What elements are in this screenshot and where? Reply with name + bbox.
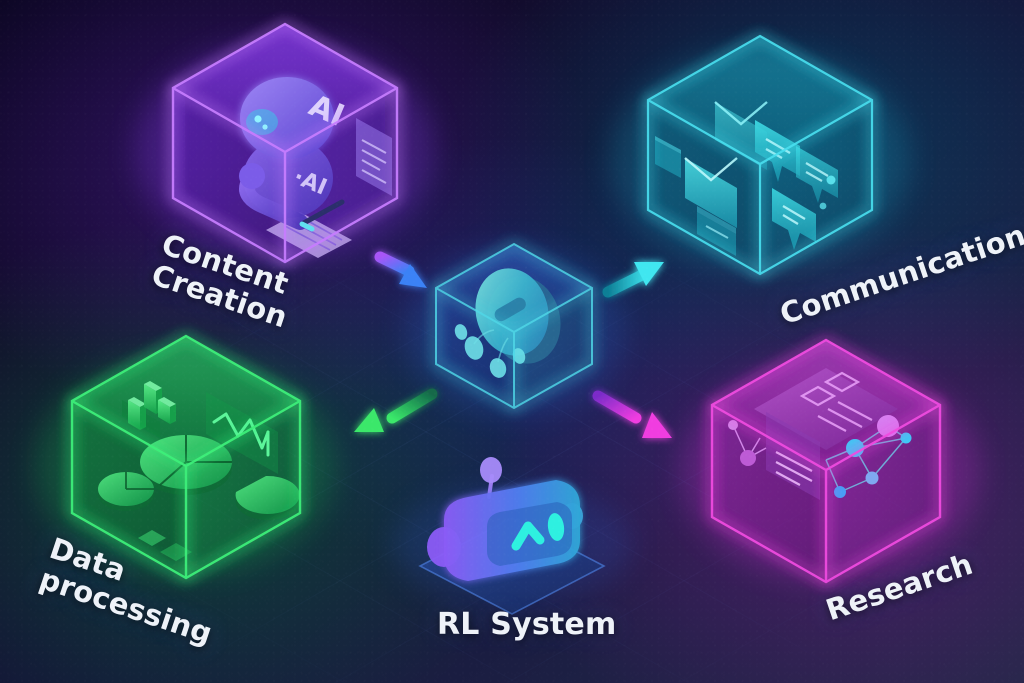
- arrow-content-to-center: [374, 251, 427, 288]
- node-data-processing[interactable]: [70, 334, 302, 580]
- rl-core-contents: [454, 268, 561, 378]
- node-research[interactable]: [710, 338, 942, 683]
- svg-text:AI: AI: [304, 88, 349, 134]
- data-processing-contents: [98, 381, 300, 561]
- research-contents: [728, 368, 912, 500]
- robot-platform: [418, 517, 606, 615]
- node-graph-icon: [825, 415, 912, 498]
- label-research: Research: [821, 546, 977, 628]
- label-content-creation: Content Creation: [147, 227, 293, 335]
- label-data-processing: Data processing: [35, 531, 217, 652]
- node-rl-core-cube[interactable]: [435, 242, 593, 410]
- content-creation-contents: AI ·AI: [239, 77, 392, 258]
- arrow-center-to-research: [592, 390, 672, 438]
- communication-contents: [655, 101, 838, 256]
- arrow-center-to-data: [354, 388, 438, 432]
- node-content-creation[interactable]: AI ·AI: [171, 22, 399, 264]
- label-communication: Communication: [775, 217, 1024, 332]
- label-rl-system: RL System: [437, 607, 617, 642]
- arrow-center-to-communication: [602, 262, 664, 298]
- node-communication[interactable]: [646, 34, 874, 276]
- svg-text:·AI: ·AI: [290, 165, 331, 201]
- ambient-glow-layer: [35, 40, 980, 605]
- node-rl-system[interactable]: [418, 457, 606, 615]
